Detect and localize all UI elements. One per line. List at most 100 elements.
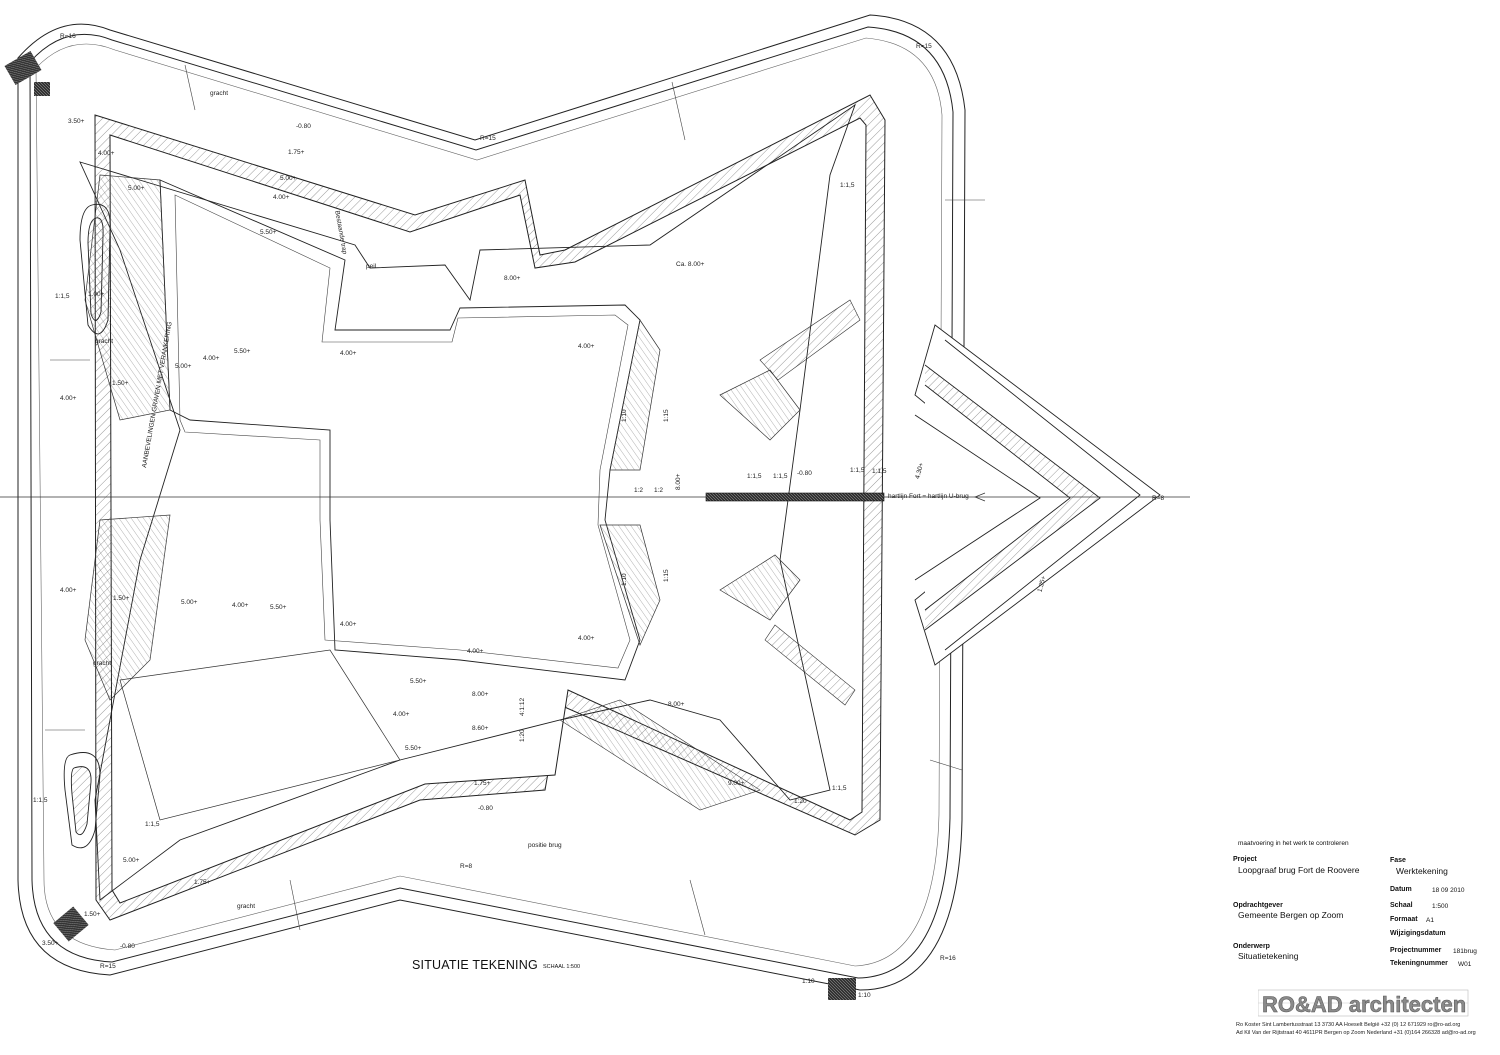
label-slope: 1:20 xyxy=(794,798,807,805)
label-slope: 1:10 xyxy=(802,978,815,985)
label-r16-bottom: R=16 xyxy=(940,955,956,962)
label-slope: 1:20 xyxy=(519,729,526,742)
scale-key: Schaal xyxy=(1390,902,1413,909)
label-elev: 1.35+ xyxy=(1037,575,1048,593)
label-elev: 8.00+ xyxy=(675,473,682,490)
label-slope: 1:15 xyxy=(663,409,670,422)
label-elev: 4.00+ xyxy=(60,587,77,594)
address-line-2: Ad Kil Van der Rijtstraat 40 4611PR Berg… xyxy=(1236,1030,1476,1036)
label-r15-inner: R=15 xyxy=(480,135,496,142)
label-r15-bottom: R=15 xyxy=(100,963,116,970)
label-elev: 1.75+ xyxy=(288,149,305,156)
label-elev: 1.50+ xyxy=(112,380,129,387)
label-elev: 8.00+ xyxy=(668,701,685,708)
label-r16-top: R=16 xyxy=(60,33,76,40)
label-elev: 5.00+ xyxy=(128,185,145,192)
label-elev: 5.00+ xyxy=(175,363,192,370)
label-slope: 1:10 xyxy=(621,573,628,586)
label-elev: 9.00+ xyxy=(728,780,745,787)
label-elev: 5.00+ xyxy=(123,857,140,864)
label-slope: 1:1,5 xyxy=(55,293,70,300)
outer-moat xyxy=(17,14,966,991)
label-elev: 1.75+ xyxy=(474,780,491,787)
entrance-marks xyxy=(4,50,856,1000)
project-value: Loopgraaf brug Fort de Roovere xyxy=(1238,865,1360,875)
drawing-scale-note: SCHAAL 1:500 xyxy=(543,964,581,970)
label-elev: 4.00+ xyxy=(340,621,357,628)
label-elev: 4.30+ xyxy=(914,462,925,480)
label-elev: 3.50+ xyxy=(68,118,85,125)
label-elev: 4.00+ xyxy=(578,343,595,350)
label-slope: 1:10 xyxy=(621,409,628,422)
label-elev: 5.50+ xyxy=(405,745,422,752)
label-elev: Ca. 8.00+ xyxy=(676,261,705,268)
label-r8-bottom: R=8 xyxy=(460,863,472,870)
ravelin xyxy=(914,324,1161,666)
label-elev: 5.50+ xyxy=(270,604,287,611)
islands xyxy=(63,203,111,849)
label-slope: 1:10 xyxy=(858,992,871,999)
label-slope: 1:1,5 xyxy=(850,467,865,474)
label-peil: peil xyxy=(366,263,377,270)
label-slope: 1:1,5 xyxy=(33,797,48,804)
label-slope: 1:2 xyxy=(634,487,643,494)
client-value: Gemeente Bergen op Zoom xyxy=(1238,910,1344,920)
drawing-number-key: Tekeningnummer xyxy=(1390,960,1448,967)
label-elev: -0.80 xyxy=(478,805,493,812)
label-slope: 4:1:12 xyxy=(519,698,526,716)
label-elev: 3.50+ xyxy=(42,940,59,947)
drawing-title: SITUATIE TEKENING xyxy=(412,958,538,972)
axis xyxy=(0,492,1190,502)
phase-key: Fase xyxy=(1390,857,1406,864)
label-elev: 4.00+ xyxy=(203,355,220,362)
label-elev: -0.80 xyxy=(296,123,311,130)
road-architecten-logo: RO&AD architecten xyxy=(1258,989,1469,1017)
label-elev: 4.00+ xyxy=(393,711,410,718)
label-slope: 1:1,5 xyxy=(840,182,855,189)
bridge xyxy=(705,492,885,502)
outer-rampart xyxy=(94,94,886,921)
label-axis: hartlijn Fort = hartlijn U-brug xyxy=(888,493,969,500)
label-gracht-lower: gracht xyxy=(93,660,111,667)
subject-value: Situatietekening xyxy=(1238,951,1299,961)
phase-value: Werktekening xyxy=(1396,866,1448,876)
label-elev: 8.00+ xyxy=(472,691,489,698)
label-slope: 1:1,5 xyxy=(872,468,887,475)
label-r8-right: R=8 xyxy=(1152,495,1164,502)
label-elev: 1.75+ xyxy=(194,879,211,886)
scale-value: 1:500 xyxy=(1432,903,1449,910)
project-number-value: 181brug xyxy=(1453,948,1477,955)
label-slope: 1:15 xyxy=(663,569,670,582)
label-elev: 1.00+ xyxy=(88,291,105,298)
label-elev: 8.00+ xyxy=(504,275,521,282)
label-gracht-bottom: gracht xyxy=(237,903,255,910)
label-elev: 5.50+ xyxy=(234,348,251,355)
label-elev: 4.00+ xyxy=(578,635,595,642)
label-elev: 8.60+ xyxy=(472,725,489,732)
label-slope: 1:2 xyxy=(654,487,663,494)
label-elev: 5.50+ xyxy=(410,678,427,685)
label-elev: 5.50+ xyxy=(260,229,277,236)
label-slope: 1:1,5 xyxy=(145,821,160,828)
label-gracht-left: gracht xyxy=(95,338,113,345)
label-slope: 1:1,5 xyxy=(773,473,788,480)
inner-fort xyxy=(79,103,861,901)
svg-text:RO&AD architecten: RO&AD architecten xyxy=(1262,992,1466,1017)
drawing-number-value: W01 xyxy=(1458,961,1472,968)
label-elev: 4.00+ xyxy=(98,150,115,157)
date-key: Datum xyxy=(1390,886,1412,893)
label-elev: 5.00+ xyxy=(181,599,198,606)
revision-key: Wijzigingsdatum xyxy=(1390,930,1446,937)
subject-key: Onderwerp xyxy=(1233,943,1270,950)
label-elev: 4.00+ xyxy=(467,648,484,655)
label-bridge-position: positie brug xyxy=(528,842,562,849)
label-elev: -0.80 xyxy=(797,470,812,477)
label-elev: -0.80 xyxy=(120,943,135,950)
format-value: A1 xyxy=(1426,917,1434,924)
label-elev: 4.00+ xyxy=(232,602,249,609)
label-slope: 1:1,5 xyxy=(747,473,762,480)
project-key: Project xyxy=(1233,856,1257,863)
client-key: Opdrachtgever xyxy=(1233,902,1283,909)
section-lines xyxy=(45,64,985,936)
